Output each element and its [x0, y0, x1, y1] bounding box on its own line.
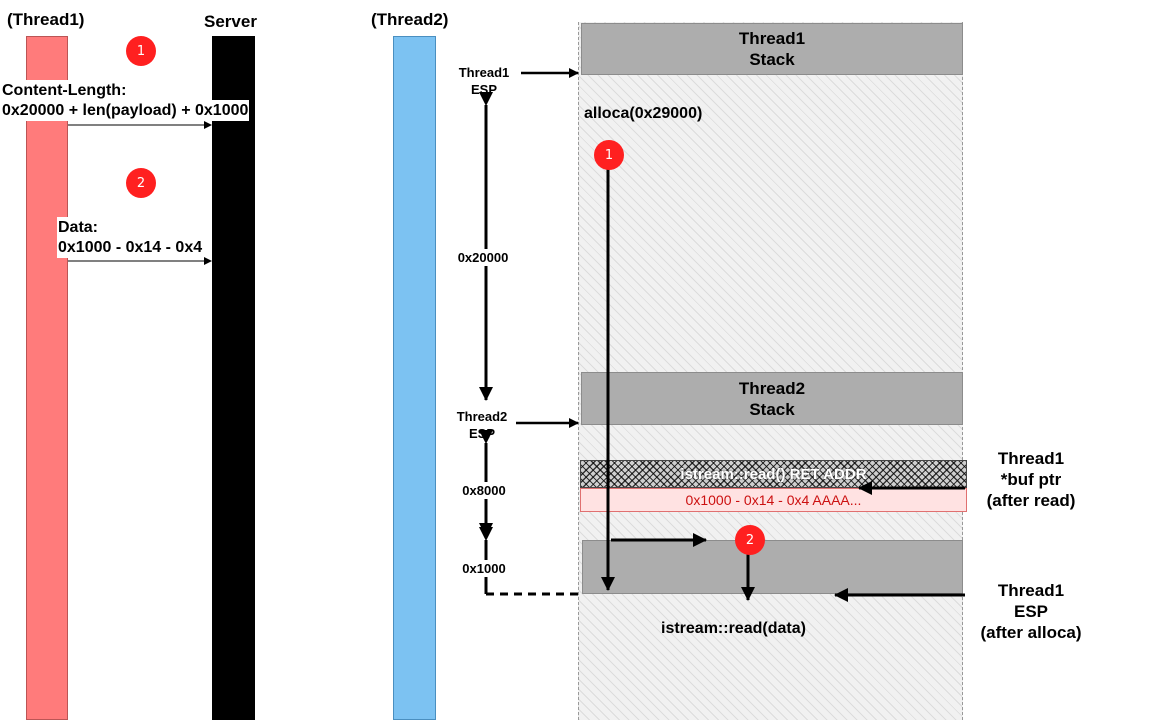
esp-after-alloca-line3: (after alloca) [980, 623, 1082, 642]
buf-ptr-line2: *buf ptr [1000, 470, 1062, 489]
thread1-stack-line1: Thread1 [738, 29, 806, 48]
thread2-stack-box: Thread2 Stack [581, 372, 963, 425]
thread2-esp-line1: Thread2 [456, 409, 508, 424]
thread1-stack-line2: Stack [749, 50, 795, 69]
size-8000-label: 0x8000 [453, 482, 515, 499]
step-badge-2: 2 [126, 168, 156, 198]
read-frame-box [582, 540, 963, 594]
esp-after-alloca-line1: Thread1 [997, 581, 1065, 600]
ret-addr-box: istream::read() RET ADDR [580, 460, 967, 488]
server-lifeline [212, 36, 255, 720]
content-length-label: Content-Length: [1, 80, 128, 101]
data-label: Data: [57, 217, 100, 238]
thread2-esp-label: Thread2 ESP [451, 408, 513, 442]
thread2-esp-line2: ESP [468, 426, 495, 441]
data-value: 0x1000 - 0x14 - 0x4 [57, 237, 204, 258]
thread1-esp-line2: ESP [470, 82, 497, 97]
read-call-label: istream::read(data) [661, 620, 806, 637]
thread2-stack-line2: Stack [749, 399, 795, 419]
payload-box: 0x1000 - 0x14 - 0x4 AAAA... [580, 488, 967, 512]
thread1-lifeline [26, 36, 68, 720]
thread1-stack-box: Thread1 Stack [581, 23, 963, 75]
server-column-title: Server [204, 12, 257, 31]
content-length-value: 0x20000 + len(payload) + 0x1000 [1, 100, 250, 121]
size-20000-label: 0x20000 [450, 249, 516, 266]
esp-after-alloca-label: Thread1 ESP (after alloca) [964, 580, 1098, 643]
thread1-column-title: (Thread1) [7, 10, 85, 29]
thread2-column-title: (Thread2) [371, 10, 449, 29]
memory-region [578, 22, 963, 720]
buf-ptr-label: Thread1 *buf ptr (after read) [966, 448, 1096, 511]
thread1-esp-line1: Thread1 [458, 65, 510, 80]
thread1-esp-label: Thread1 ESP [453, 64, 515, 98]
buf-ptr-line3: (after read) [986, 491, 1076, 510]
buf-ptr-line1: Thread1 [997, 449, 1065, 468]
esp-after-alloca-line2: ESP [1013, 602, 1049, 621]
step-badge-1: 1 [126, 36, 156, 66]
alloca-step-badge: 1 [594, 140, 624, 170]
thread2-stack-line1: Thread2 [738, 378, 806, 398]
read-step-badge: 2 [735, 525, 765, 555]
alloca-label: alloca(0x29000) [584, 105, 703, 122]
size-1000-label: 0x1000 [453, 560, 515, 577]
